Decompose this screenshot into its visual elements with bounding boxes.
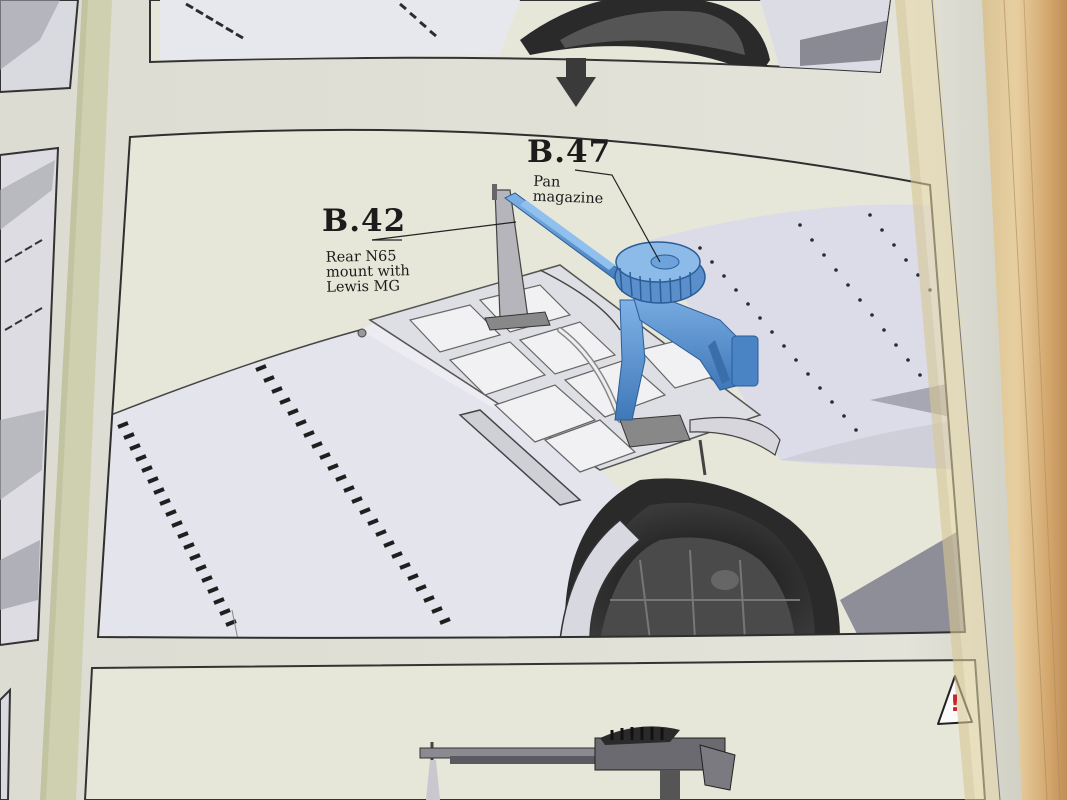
- desc-line: magazine: [532, 188, 604, 208]
- callout-rear-mount: B.42: [322, 203, 407, 239]
- desc-line: Lewis MG: [326, 278, 401, 296]
- step-arrow-down-icon: [556, 58, 596, 107]
- part-code-b47: B.47: [527, 134, 612, 170]
- book-page-edge: [982, 0, 1067, 800]
- part-code-b42: B.42: [322, 203, 407, 239]
- lewis-gun-detail-drawing: [419, 726, 736, 800]
- callout-rear-mount-desc: Rear N65 mount with Lewis MG: [326, 248, 411, 296]
- lewis-gun-highlight: [504, 192, 759, 421]
- main-step-panel: [96, 128, 967, 639]
- top-step-panel: [149, 0, 892, 74]
- warning-symbol: !: [950, 692, 961, 717]
- bottom-step-panel: [83, 658, 987, 800]
- callout-pan-magazine-desc: Pan magazine: [532, 174, 605, 208]
- page-right-border: [895, 0, 1001, 800]
- left-neighbour-panels: [0, 0, 80, 800]
- callout-pan-magazine: B.47: [527, 134, 612, 170]
